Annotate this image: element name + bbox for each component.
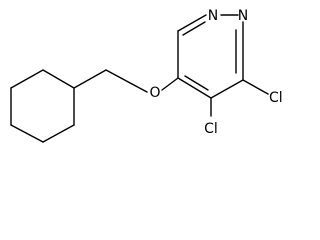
- bond-c3-cl: [242, 79, 269, 95]
- bond-ch2-cy: [73, 69, 107, 89]
- atom-o: O: [149, 85, 160, 101]
- bond-c4-c5-double: [184, 75, 209, 91]
- bond-c6-n1: [177, 14, 207, 32]
- structure-diagram: N N O Cl Cl: [10, 8, 283, 143]
- bond-c4-c5: [177, 77, 212, 99]
- bond-cy-6: [42, 69, 75, 89]
- atom-cl-ring-3: Cl: [269, 90, 283, 106]
- bond-o-ch2: [105, 69, 148, 93]
- bond-c6-n1-double: [182, 21, 206, 36]
- bond-c5-o: [161, 77, 179, 91]
- bond-cy-5: [10, 69, 44, 89]
- bond-c3-c4: [210, 79, 244, 99]
- atom-n2: N: [238, 8, 248, 24]
- bond-cy-2: [42, 124, 75, 143]
- molecule-svg: N N O Cl Cl: [10, 8, 283, 143]
- atom-cl-ring-4: Cl: [204, 121, 218, 137]
- bond-cy-3: [10, 124, 44, 143]
- atom-n1: N: [208, 8, 218, 24]
